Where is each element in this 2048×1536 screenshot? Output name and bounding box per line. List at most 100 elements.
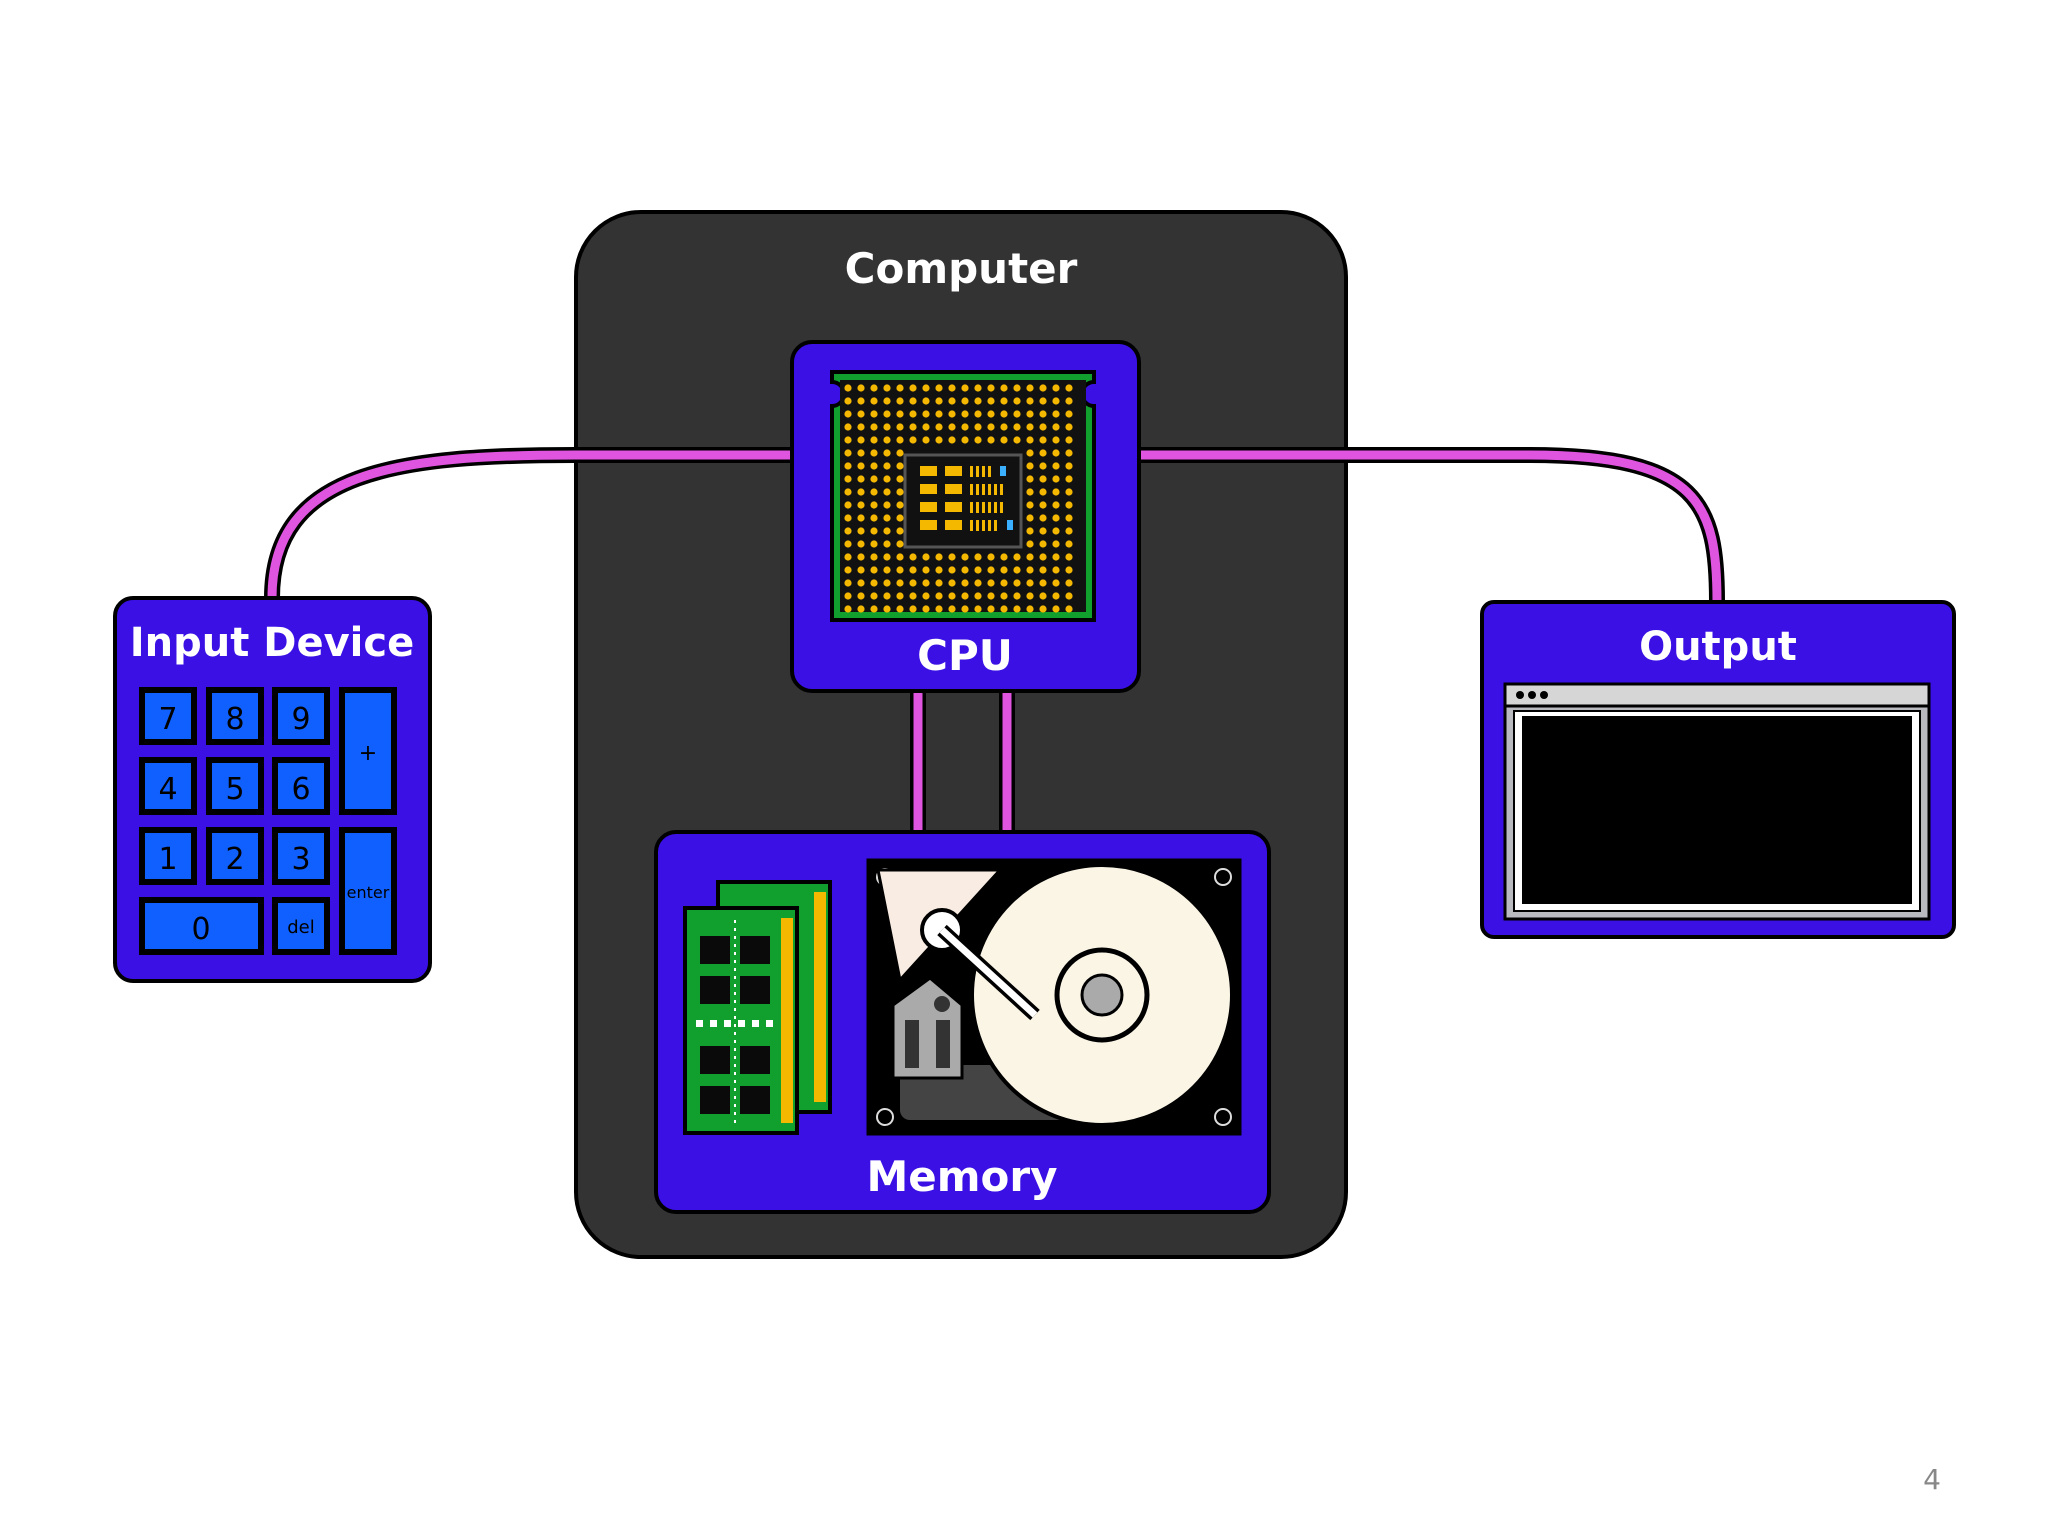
key-plus[interactable] xyxy=(339,687,397,815)
keypad: 7 8 9 4 5 6 1 2 3 0 del + enter xyxy=(139,687,397,955)
cpu-pin xyxy=(1013,566,1021,574)
cpu-pin xyxy=(1065,423,1073,431)
key-8[interactable] xyxy=(206,687,264,745)
cpu-pin xyxy=(1052,540,1060,548)
cpu-pin xyxy=(870,423,878,431)
cpu-pin xyxy=(948,436,956,444)
cpu-pin xyxy=(948,579,956,587)
cpu-pin xyxy=(1052,488,1060,496)
key-2[interactable] xyxy=(206,827,264,885)
cpu-pin xyxy=(909,436,917,444)
key-del[interactable] xyxy=(272,897,330,955)
cpu-pin xyxy=(1052,566,1060,574)
key-0[interactable] xyxy=(139,897,264,955)
cpu-pin xyxy=(844,384,852,392)
cpu-pin xyxy=(935,397,943,405)
cpu-pin xyxy=(935,566,943,574)
key-5[interactable] xyxy=(206,757,264,815)
cpu-pin xyxy=(844,501,852,509)
cpu-pin xyxy=(987,553,995,561)
cpu-pin xyxy=(896,566,904,574)
cpu-pin xyxy=(883,488,891,496)
cpu-pin xyxy=(857,566,865,574)
cpu-pin xyxy=(1039,397,1047,405)
cpu-pin xyxy=(1000,605,1008,613)
cpu-pin xyxy=(857,462,865,470)
cpu-pin xyxy=(987,397,995,405)
cpu-pin xyxy=(896,384,904,392)
cpu-pin xyxy=(1000,553,1008,561)
cpu-pin xyxy=(1052,579,1060,587)
cpu-pin xyxy=(857,540,865,548)
cpu-pin xyxy=(883,540,891,548)
cpu-pin xyxy=(896,462,904,470)
cpu-pin xyxy=(870,540,878,548)
cpu-pin xyxy=(922,566,930,574)
svg-text:0: 0 xyxy=(191,912,210,947)
wires xyxy=(264,447,1725,603)
cpu-pin xyxy=(961,605,969,613)
cpu-pin xyxy=(909,553,917,561)
cpu-pin xyxy=(909,410,917,418)
cpu-pin xyxy=(1065,605,1073,613)
cpu-pin xyxy=(1000,592,1008,600)
cpu-pin xyxy=(1052,605,1060,613)
cpu-pin xyxy=(896,501,904,509)
cpu-pin xyxy=(1026,384,1034,392)
cpu-pin xyxy=(896,488,904,496)
key-6[interactable] xyxy=(272,757,330,815)
cpu-pin xyxy=(1039,566,1047,574)
monitor-screen xyxy=(1522,716,1912,904)
cpu-pin xyxy=(870,449,878,457)
cpu-pin xyxy=(961,592,969,600)
key-3[interactable] xyxy=(272,827,330,885)
cpu-pin xyxy=(870,488,878,496)
cpu-pin xyxy=(1039,592,1047,600)
cpu-pin xyxy=(844,527,852,535)
window-dot-icon xyxy=(1540,691,1548,699)
cpu-pin xyxy=(1039,449,1047,457)
cpu-pin xyxy=(1013,579,1021,587)
cpu-pin xyxy=(948,397,956,405)
cpu-pin xyxy=(857,605,865,613)
key-1[interactable] xyxy=(139,827,197,885)
cpu-pin xyxy=(1039,462,1047,470)
cpu-pin xyxy=(883,423,891,431)
cpu-pin xyxy=(896,397,904,405)
cpu-component: CPU xyxy=(790,340,1141,693)
cpu-pin xyxy=(857,475,865,483)
cpu-pin xyxy=(974,566,982,574)
cpu-pin xyxy=(922,384,930,392)
cpu-pin xyxy=(896,540,904,548)
cpu-pin xyxy=(1052,475,1060,483)
cpu-pin xyxy=(974,384,982,392)
cpu-pin xyxy=(948,384,956,392)
cpu-pin xyxy=(1052,553,1060,561)
cpu-pin xyxy=(1065,514,1073,522)
cpu-pin xyxy=(909,397,917,405)
cpu-pins xyxy=(844,384,1073,613)
cpu-pin xyxy=(1052,592,1060,600)
cpu-pin xyxy=(883,397,891,405)
cpu-pin xyxy=(909,592,917,600)
cpu-pin xyxy=(1065,384,1073,392)
cpu-pin xyxy=(909,566,917,574)
svg-text:7: 7 xyxy=(158,702,177,737)
key-enter[interactable] xyxy=(339,827,397,955)
cpu-pin xyxy=(870,553,878,561)
cpu-pin xyxy=(922,592,930,600)
cpu-pin xyxy=(974,553,982,561)
bus-cpu-memory xyxy=(910,690,1015,835)
key-9[interactable] xyxy=(272,687,330,745)
cpu-pin xyxy=(870,410,878,418)
cpu-pin xyxy=(922,423,930,431)
key-7[interactable] xyxy=(139,687,197,745)
cpu-pin xyxy=(1052,410,1060,418)
cpu-pin xyxy=(870,527,878,535)
cpu-pin xyxy=(1052,449,1060,457)
cpu-pin xyxy=(896,527,904,535)
cpu-pin xyxy=(1065,397,1073,405)
key-4[interactable] xyxy=(139,757,197,815)
cpu-pin xyxy=(883,592,891,600)
cpu-pin xyxy=(844,397,852,405)
